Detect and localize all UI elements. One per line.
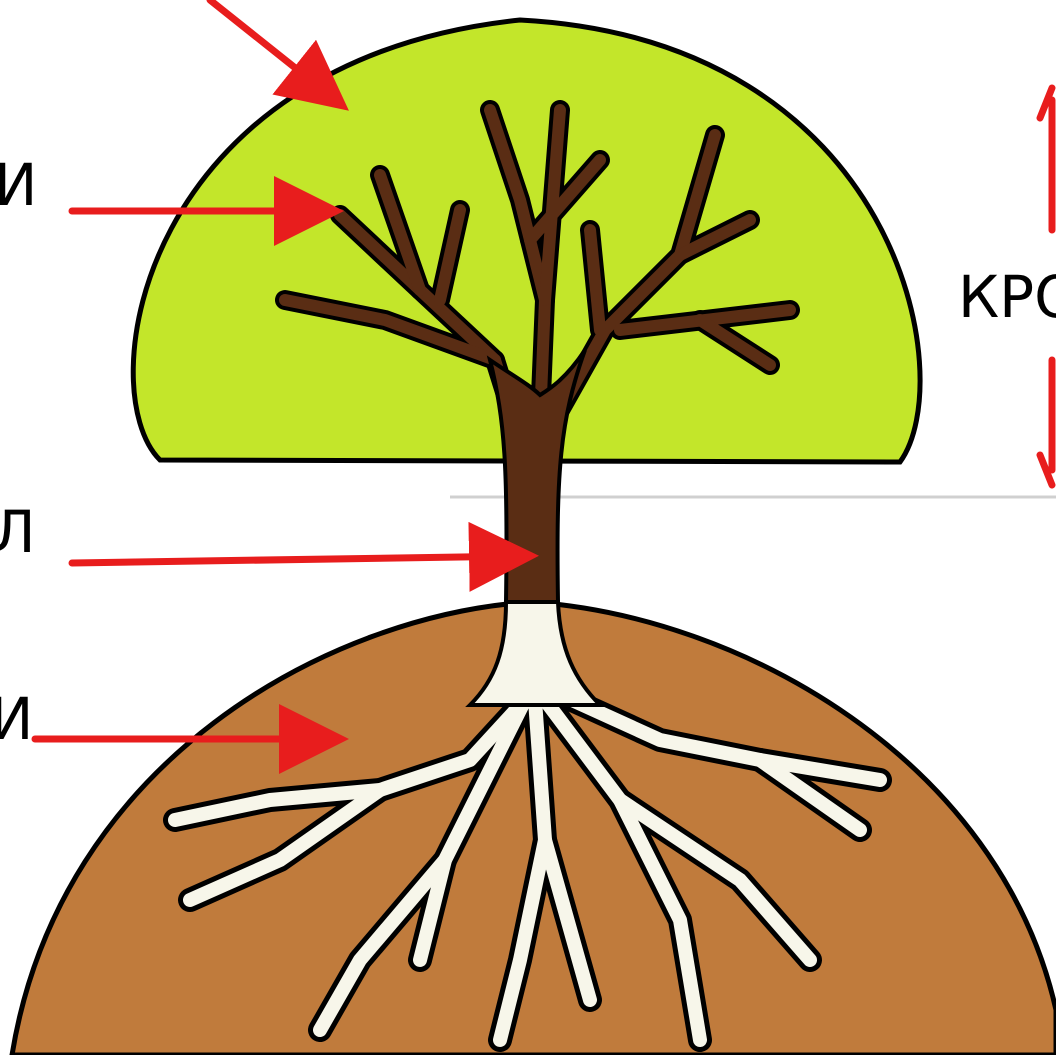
label-trunk: Л <box>0 503 36 561</box>
arrow-to-crown <box>210 0 338 102</box>
arrow-to-trunk <box>72 556 525 563</box>
label-crown: КРО <box>958 268 1056 326</box>
label-branches: И <box>0 156 37 214</box>
label-roots: И <box>0 690 33 748</box>
